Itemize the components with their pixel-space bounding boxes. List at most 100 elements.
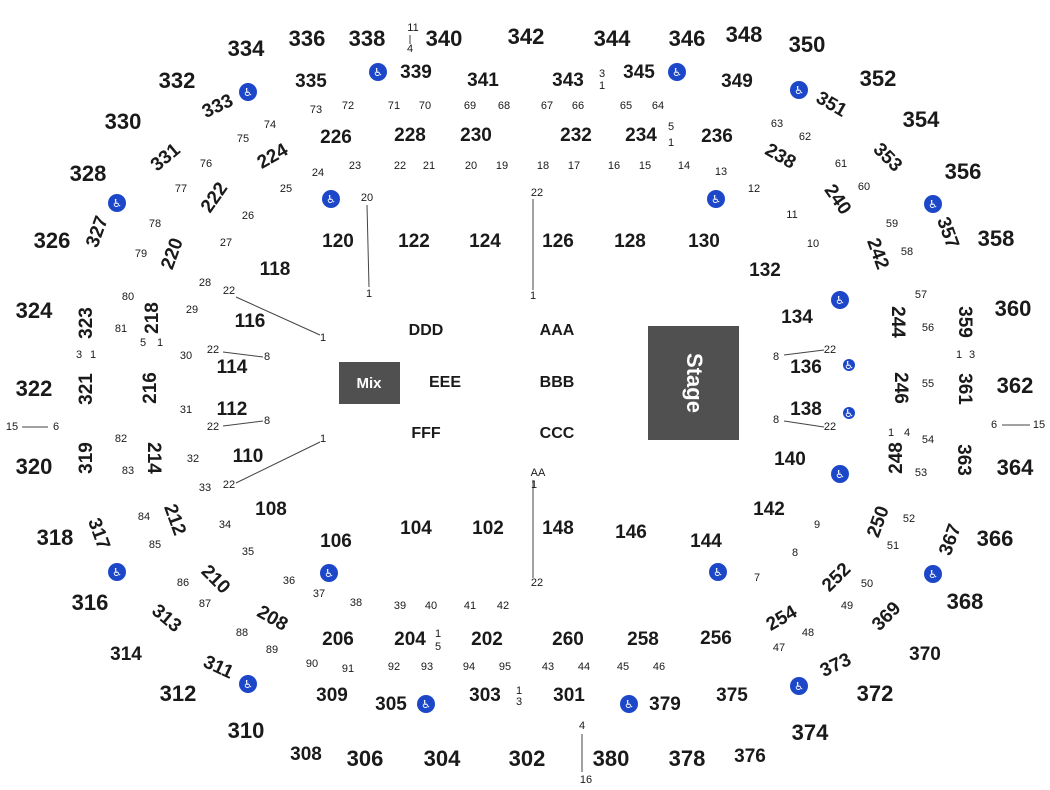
section-318[interactable]: 318 — [37, 525, 74, 550]
section-312[interactable]: 312 — [160, 681, 197, 706]
section-228[interactable]: 228 — [394, 125, 426, 146]
section-310[interactable]: 310 — [228, 718, 265, 743]
section-120[interactable]: 120 — [322, 231, 354, 252]
section-339[interactable]: 339 — [400, 62, 432, 83]
section-108[interactable]: 108 — [255, 499, 287, 520]
section-303[interactable]: 303 — [469, 685, 501, 706]
section-361[interactable]: 361 — [954, 373, 975, 405]
section-130[interactable]: 130 — [688, 231, 720, 252]
floor-section-EEE[interactable]: EEE — [429, 374, 461, 391]
section-224[interactable]: 224 — [254, 139, 292, 173]
section-226[interactable]: 226 — [320, 127, 352, 148]
section-220[interactable]: 220 — [157, 235, 188, 272]
section-368[interactable]: 368 — [947, 589, 984, 614]
section-314[interactable]: 314 — [110, 644, 142, 665]
section-373[interactable]: 373 — [817, 649, 855, 681]
section-102[interactable]: 102 — [472, 518, 504, 539]
section-254[interactable]: 254 — [763, 601, 801, 635]
section-372[interactable]: 372 — [857, 681, 894, 706]
section-214[interactable]: 214 — [143, 442, 164, 474]
section-144[interactable]: 144 — [690, 531, 722, 552]
section-313[interactable]: 313 — [147, 600, 185, 636]
section-230[interactable]: 230 — [460, 125, 492, 146]
section-354[interactable]: 354 — [903, 107, 940, 132]
section-258[interactable]: 258 — [627, 629, 659, 650]
section-316[interactable]: 316 — [72, 590, 109, 615]
section-342[interactable]: 342 — [508, 24, 545, 49]
section-320[interactable]: 320 — [16, 454, 53, 479]
section-236[interactable]: 236 — [701, 126, 733, 147]
section-210[interactable]: 210 — [197, 561, 234, 598]
section-250[interactable]: 250 — [863, 503, 894, 540]
stage[interactable]: Stage — [648, 326, 739, 440]
floor-section-DDD[interactable]: DDD — [409, 322, 444, 339]
section-379[interactable]: 379 — [649, 694, 681, 715]
section-106[interactable]: 106 — [320, 531, 352, 552]
section-369[interactable]: 369 — [868, 598, 905, 635]
section-376[interactable]: 376 — [734, 746, 766, 767]
section-358[interactable]: 358 — [978, 226, 1015, 251]
section-238[interactable]: 238 — [761, 140, 799, 174]
section-317[interactable]: 317 — [83, 515, 114, 552]
section-380[interactable]: 380 — [593, 746, 630, 771]
section-138[interactable]: 138 — [790, 399, 822, 420]
section-324[interactable]: 324 — [16, 298, 53, 323]
section-311[interactable]: 311 — [200, 652, 237, 684]
floor-section-AAA[interactable]: AAA — [540, 322, 575, 339]
section-134[interactable]: 134 — [781, 307, 813, 328]
section-353[interactable]: 353 — [869, 139, 906, 176]
section-240[interactable]: 240 — [820, 181, 855, 219]
section-126[interactable]: 126 — [542, 231, 574, 252]
section-232[interactable]: 232 — [560, 125, 592, 146]
section-360[interactable]: 360 — [995, 296, 1032, 321]
section-356[interactable]: 356 — [945, 159, 982, 184]
section-128[interactable]: 128 — [614, 231, 646, 252]
section-252[interactable]: 252 — [818, 559, 855, 596]
floor-section-CCC[interactable]: CCC — [540, 425, 575, 442]
section-366[interactable]: 366 — [977, 526, 1014, 551]
section-349[interactable]: 349 — [721, 71, 753, 92]
section-146[interactable]: 146 — [615, 522, 647, 543]
section-338[interactable]: 338 — [349, 26, 386, 51]
floor-section-FFF[interactable]: FFF — [411, 425, 441, 442]
section-321[interactable]: 321 — [76, 373, 97, 405]
section-104[interactable]: 104 — [400, 518, 432, 539]
section-357[interactable]: 357 — [932, 214, 963, 251]
section-327[interactable]: 327 — [82, 213, 113, 250]
section-351[interactable]: 351 — [812, 88, 850, 122]
section-328[interactable]: 328 — [70, 161, 107, 186]
section-248[interactable]: 248 — [886, 442, 907, 474]
section-319[interactable]: 319 — [76, 442, 97, 474]
section-352[interactable]: 352 — [860, 66, 897, 91]
section-375[interactable]: 375 — [716, 685, 748, 706]
floor-section-BBB[interactable]: BBB — [540, 374, 575, 391]
section-256[interactable]: 256 — [700, 628, 732, 649]
section-370[interactable]: 370 — [909, 644, 941, 665]
section-206[interactable]: 206 — [322, 629, 354, 650]
section-330[interactable]: 330 — [105, 109, 142, 134]
section-344[interactable]: 344 — [594, 26, 631, 51]
section-350[interactable]: 350 — [789, 32, 826, 57]
section-363[interactable]: 363 — [953, 444, 974, 476]
section-110[interactable]: 110 — [233, 446, 264, 467]
section-308[interactable]: 308 — [290, 744, 322, 765]
section-346[interactable]: 346 — [669, 26, 706, 51]
section-140[interactable]: 140 — [774, 449, 806, 470]
section-362[interactable]: 362 — [997, 373, 1034, 398]
section-208[interactable]: 208 — [253, 602, 291, 636]
section-332[interactable]: 332 — [159, 68, 196, 93]
section-333[interactable]: 333 — [199, 90, 237, 122]
section-132[interactable]: 132 — [749, 260, 781, 281]
section-323[interactable]: 323 — [76, 307, 97, 339]
section-341[interactable]: 341 — [467, 70, 499, 91]
section-216[interactable]: 216 — [140, 372, 161, 404]
stage-block[interactable] — [648, 326, 739, 440]
section-348[interactable]: 348 — [726, 22, 763, 47]
section-246[interactable]: 246 — [890, 372, 911, 404]
section-212[interactable]: 212 — [159, 501, 190, 538]
section-305[interactable]: 305 — [375, 694, 407, 715]
section-114[interactable]: 114 — [217, 357, 248, 378]
section-334[interactable]: 334 — [228, 36, 265, 61]
section-301[interactable]: 301 — [553, 685, 585, 706]
section-322[interactable]: 322 — [16, 376, 53, 401]
